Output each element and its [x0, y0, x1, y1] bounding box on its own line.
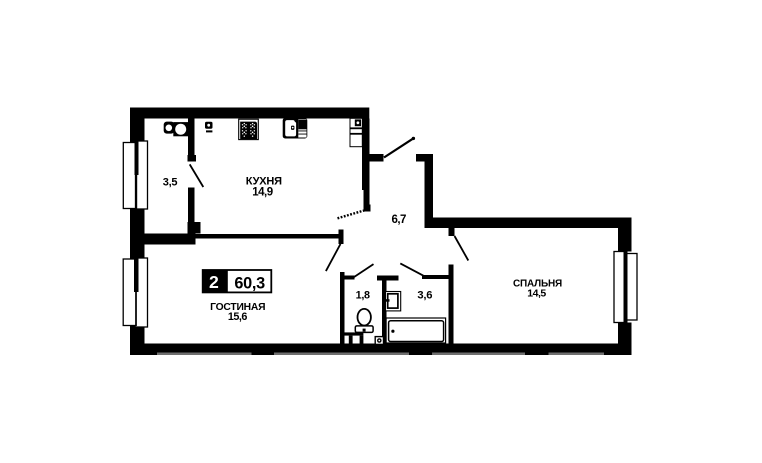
svg-text:3,5: 3,5	[163, 177, 178, 189]
svg-text:1,8: 1,8	[356, 289, 370, 301]
svg-text:2: 2	[209, 272, 219, 292]
svg-text:14,5: 14,5	[527, 288, 546, 300]
svg-text:ГОСТИНАЯ: ГОСТИНАЯ	[210, 302, 265, 313]
svg-text:6,7: 6,7	[391, 214, 406, 226]
svg-text:60,3: 60,3	[234, 274, 265, 292]
svg-text:15,6: 15,6	[228, 311, 248, 323]
svg-text:КУХНЯ: КУХНЯ	[246, 176, 282, 188]
svg-text:14,9: 14,9	[252, 187, 272, 199]
svg-text:СПАЛЬНЯ: СПАЛЬНЯ	[513, 278, 562, 289]
svg-text:3,6: 3,6	[417, 289, 432, 301]
